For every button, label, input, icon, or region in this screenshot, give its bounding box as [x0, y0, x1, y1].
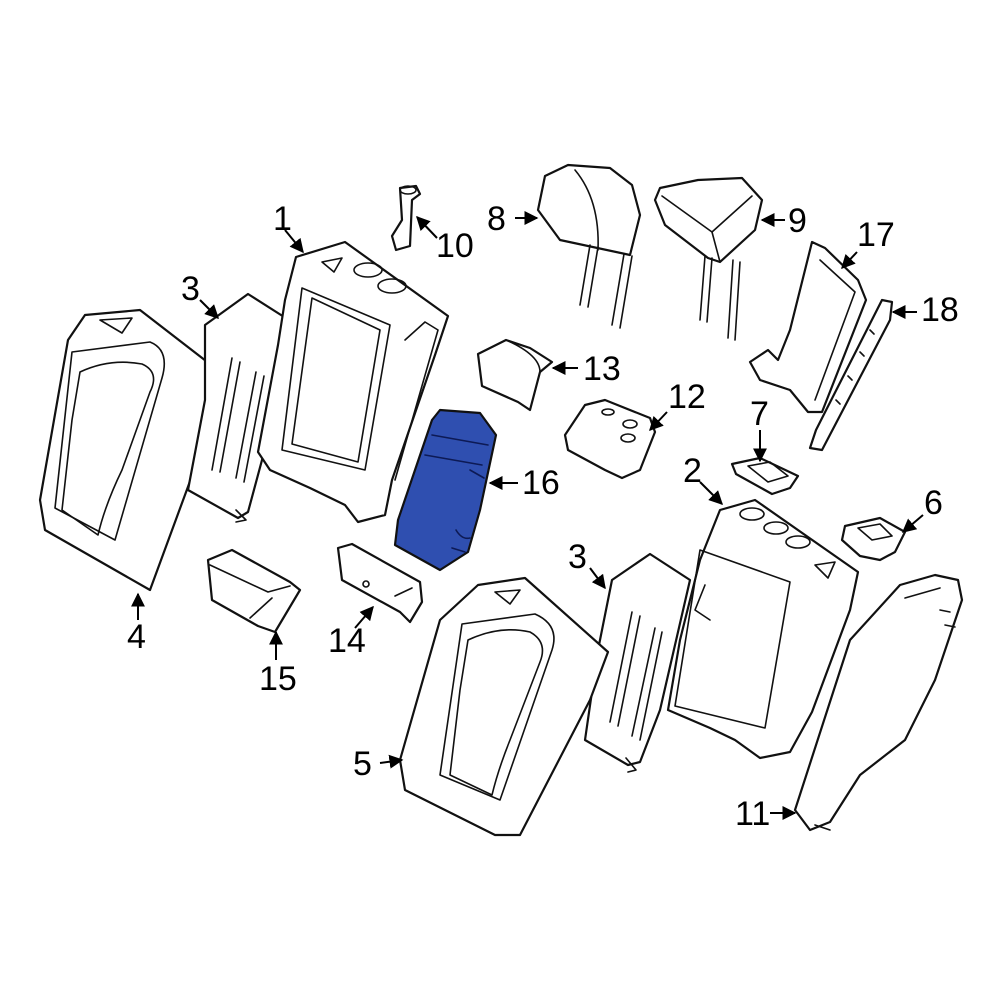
- part-8-headrest: [536, 163, 642, 329]
- callout-6: 6: [924, 484, 943, 522]
- part-18-trim-strip: [808, 298, 894, 452]
- callout-11: 11: [735, 795, 770, 833]
- part-16-armrest: [393, 408, 498, 572]
- part-17-side-panel: [748, 240, 868, 414]
- callout-10: 10: [436, 227, 474, 265]
- callout-9: 9: [788, 202, 807, 240]
- callout-13: 13: [583, 350, 621, 388]
- part-5-seatback-cover-right: [398, 576, 610, 837]
- callout-17: 17: [857, 216, 895, 254]
- callout-16: 16: [522, 464, 560, 502]
- callout-1: 1: [273, 200, 292, 238]
- leader-lines: [131, 211, 924, 820]
- part-3-backrest-panel-left: [186, 292, 294, 523]
- callout-15: 15: [259, 660, 297, 698]
- callout-18: 18: [921, 291, 959, 329]
- part-9-headrest: [653, 176, 764, 341]
- callout-2: 2: [683, 452, 702, 490]
- part-15-cover-trim: [206, 548, 302, 634]
- part-14-bracket: [336, 542, 424, 624]
- callout-3-right: 3: [568, 538, 587, 576]
- part-4-seatback-cover: [38, 308, 230, 592]
- callout-7: 7: [750, 395, 769, 433]
- callout-12: 12: [668, 378, 706, 416]
- part-6-trim: [840, 516, 907, 562]
- part-3-backrest-panel-right: [583, 552, 692, 773]
- callout-5: 5: [353, 745, 372, 783]
- part-7-bezel: [730, 456, 800, 496]
- callout-3-left: 3: [181, 270, 200, 308]
- part-2-seatback-frame-right: [666, 498, 860, 760]
- part-1-seatback-frame-left: [256, 240, 450, 524]
- part-11-side-bolster: [793, 573, 964, 832]
- part-12-bracket: [563, 398, 657, 480]
- callout-4: 4: [127, 618, 146, 656]
- callout-8: 8: [487, 200, 506, 238]
- callout-labels: 1 3 4 8 9 10 13 12 17 18 7 16 2 6 3 14 1…: [127, 200, 959, 833]
- part-13-cover: [476, 338, 554, 412]
- callout-14: 14: [328, 622, 366, 660]
- part-10-clip: [390, 184, 422, 252]
